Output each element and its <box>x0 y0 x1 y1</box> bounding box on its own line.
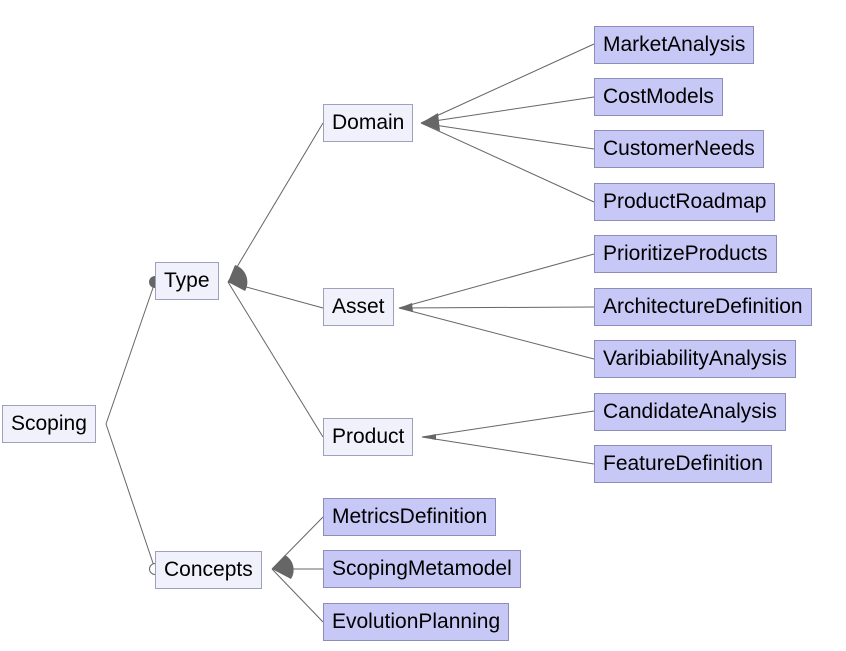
feature-scoping-label: Scoping <box>11 412 87 435</box>
feature-scoping-metamodel[interactable]: ScopingMetamodel <box>323 550 521 588</box>
feature-domain[interactable]: Domain <box>323 104 414 142</box>
edge-product-featuredefinition <box>421 436 595 465</box>
feature-market-analysis-label: MarketAnalysis <box>603 33 746 56</box>
feature-architecture-definition-label: ArchitectureDefinition <box>603 295 803 318</box>
concepts-group-marker <box>272 555 294 579</box>
feature-evolution-planning[interactable]: EvolutionPlanning <box>323 603 510 641</box>
feature-metrics-definition-label: MetricsDefinition <box>332 505 488 528</box>
feature-product-label: Product <box>332 425 405 448</box>
feature-evolution-planning-label: EvolutionPlanning <box>332 610 501 633</box>
feature-feature-definition-label: FeatureDefinition <box>603 452 763 475</box>
feature-product[interactable]: Product <box>323 418 414 456</box>
edge-asset-varibiabilityanalysis <box>398 307 595 360</box>
edge-scoping-type <box>105 281 156 425</box>
feature-candidate-analysis-label: CandidateAnalysis <box>603 400 777 423</box>
feature-feature-definition[interactable]: FeatureDefinition <box>594 445 772 483</box>
edge-domain-customerneeds <box>420 122 595 150</box>
asset-group-marker <box>399 303 413 312</box>
feature-varibiability-analysis-label: VaribiabilityAnalysis <box>603 347 788 370</box>
product-group-marker <box>422 434 436 440</box>
edge-domain-productroadmap <box>420 122 595 203</box>
feature-type[interactable]: Type <box>155 262 219 300</box>
edge-scoping-concepts <box>105 423 156 570</box>
feature-customer-needs-label: CustomerNeeds <box>603 137 755 160</box>
feature-type-label: Type <box>164 269 210 292</box>
feature-cost-models-label: CostModels <box>603 85 714 108</box>
edge-product-candidateanalysis <box>421 410 595 438</box>
feature-prioritize-products[interactable]: PrioritizeProducts <box>594 235 777 273</box>
feature-product-roadmap[interactable]: ProductRoadmap <box>594 183 776 221</box>
edge-type-product <box>227 281 324 438</box>
feature-asset[interactable]: Asset <box>323 288 394 326</box>
edge-concepts-evolutionplanning <box>271 568 324 623</box>
edge-domain-marketanalysis <box>420 43 595 124</box>
feature-product-roadmap-label: ProductRoadmap <box>603 190 767 213</box>
feature-customer-needs[interactable]: CustomerNeeds <box>594 130 764 168</box>
edge-type-domain <box>227 122 324 283</box>
feature-candidate-analysis[interactable]: CandidateAnalysis <box>594 393 786 431</box>
feature-scoping-metamodel-label: ScopingMetamodel <box>332 557 512 580</box>
feature-varibiability-analysis[interactable]: VaribiabilityAnalysis <box>594 340 797 378</box>
feature-concepts-label: Concepts <box>164 558 253 581</box>
feature-asset-label: Asset <box>332 295 385 318</box>
feature-domain-label: Domain <box>332 111 405 134</box>
feature-prioritize-products-label: PrioritizeProducts <box>603 242 768 265</box>
edge-asset-architecturedefinition <box>398 306 595 309</box>
feature-metrics-definition[interactable]: MetricsDefinition <box>323 498 497 536</box>
feature-cost-models[interactable]: CostModels <box>594 78 723 116</box>
feature-scoping[interactable]: Scoping <box>2 405 96 443</box>
type-group-marker <box>228 265 248 291</box>
edge-asset-prioritizeproducts <box>398 253 595 309</box>
feature-market-analysis[interactable]: MarketAnalysis <box>594 26 755 64</box>
feature-concepts[interactable]: Concepts <box>155 551 262 589</box>
feature-architecture-definition[interactable]: ArchitectureDefinition <box>594 288 812 326</box>
edge-domain-costmodels <box>420 96 595 124</box>
domain-group-marker <box>421 113 440 131</box>
